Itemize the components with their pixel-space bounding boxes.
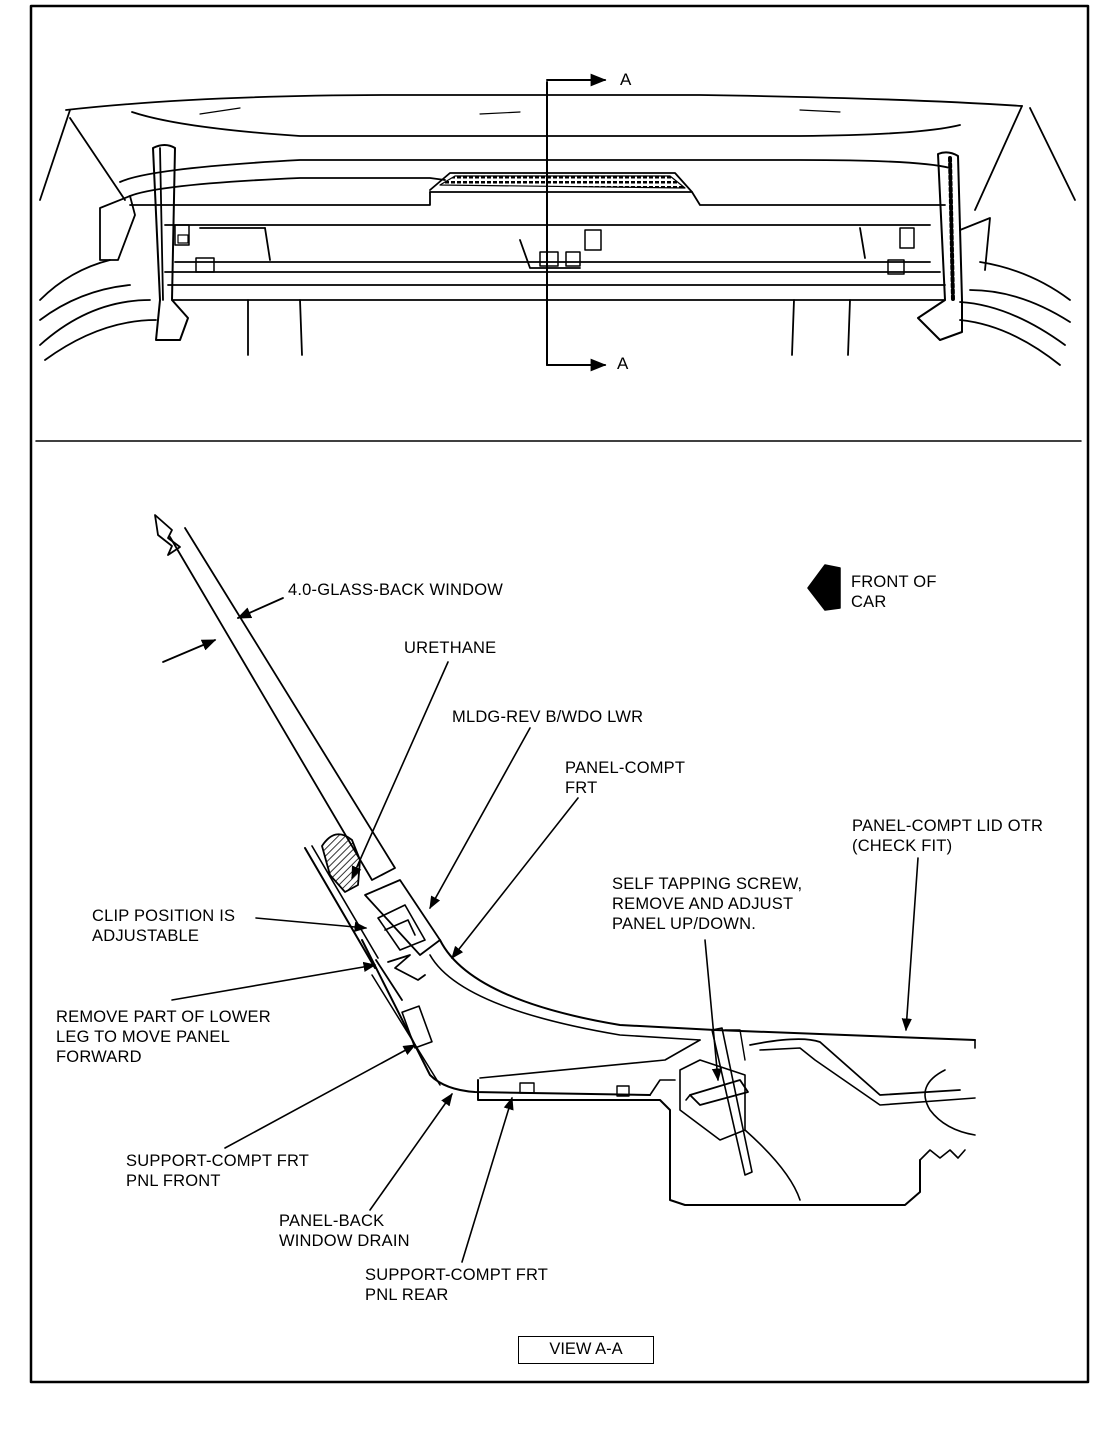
label-self-tapping-screw: SELF TAPPING SCREW, REMOVE AND ADJUST PA… [612, 875, 803, 933]
rear-window-overview [39, 94, 1076, 366]
view-label: VIEW A-A [518, 1336, 654, 1364]
panel-compt-frt [439, 939, 976, 1041]
label-support-compt-front: SUPPORT-COMPT FRT PNL FRONT [126, 1152, 310, 1190]
urethane-bead [321, 833, 361, 893]
label-panel-compt-frt: PANEL-COMPT FRT [565, 759, 686, 797]
label-remove-part: REMOVE PART OF LOWER LEG TO MOVE PANEL F… [56, 1008, 271, 1066]
back-window-glass [154, 514, 181, 556]
leader-lines [171, 661, 919, 1263]
label-panel-compt-lid-otr: PANEL-COMPT LID OTR (CHECK FIT) [852, 817, 1044, 855]
self-tapping-screw [689, 1079, 749, 1106]
page-frame [29, 4, 1090, 1384]
label-clip-position: CLIP POSITION IS ADJUSTABLE [92, 907, 236, 945]
label-mldg-rev: MLDG-REV B/WDO LWR [452, 708, 644, 726]
section-mark-bottom: A [617, 354, 629, 373]
label-urethane: URETHANE [404, 639, 497, 657]
section-line-a-a [546, 73, 607, 372]
section-mark-top: A [620, 70, 632, 89]
front-of-car-arrow [807, 564, 841, 611]
label-glass-back-window: 4.0-GLASS-BACK WINDOW [288, 581, 504, 599]
label-front-of-car: FRONT OF CAR [851, 573, 937, 611]
label-support-compt-rear: SUPPORT-COMPT FRT PNL REAR [365, 1266, 549, 1304]
section-view-a-a [154, 514, 976, 1206]
label-panel-back-window-drain: PANEL-BACK WINDOW DRAIN [279, 1212, 410, 1250]
